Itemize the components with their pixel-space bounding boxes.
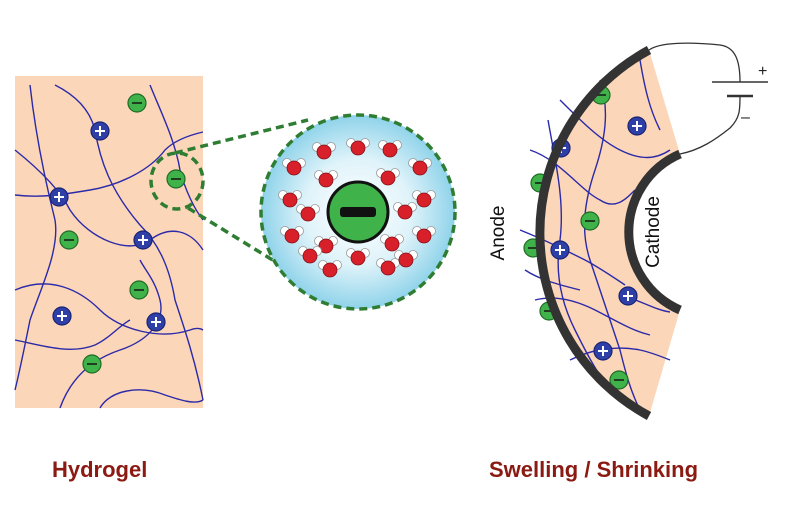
anion-ion <box>59 230 79 250</box>
battery-negative-label: – <box>741 109 750 126</box>
battery-positive-label: + <box>758 63 767 80</box>
cation-ion <box>90 121 110 141</box>
anode-label: Anode <box>488 206 509 261</box>
anion-ion <box>127 93 147 113</box>
anion-ion <box>82 354 102 374</box>
cathode-electrode <box>624 149 682 315</box>
anion-ion <box>580 211 600 231</box>
battery-circuit <box>648 42 768 155</box>
hydration-shell <box>259 113 457 311</box>
anion-ion <box>166 169 186 189</box>
anion-ion <box>129 280 149 300</box>
cation-ion <box>49 187 69 207</box>
hydrogel-caption: Hydrogel <box>52 457 148 482</box>
actuator-device: + – Anode Cathode <box>488 42 768 420</box>
cation-ion <box>593 341 613 361</box>
cation-ion <box>52 306 72 326</box>
cation-ion <box>133 230 153 250</box>
anode-electrode <box>535 46 652 420</box>
callout-line-top <box>174 118 309 155</box>
cathode-label: Cathode <box>643 196 664 268</box>
swelling-shrinking-caption: Swelling / Shrinking <box>489 457 699 482</box>
callout-small-ellipse <box>149 151 205 211</box>
cation-ion <box>627 116 647 136</box>
cation-ion <box>550 240 570 260</box>
large-anion <box>326 180 390 244</box>
cation-ion <box>618 286 638 306</box>
cation-ion <box>146 312 166 332</box>
hydrogel-block <box>14 76 204 409</box>
actuator-gel <box>539 50 680 416</box>
